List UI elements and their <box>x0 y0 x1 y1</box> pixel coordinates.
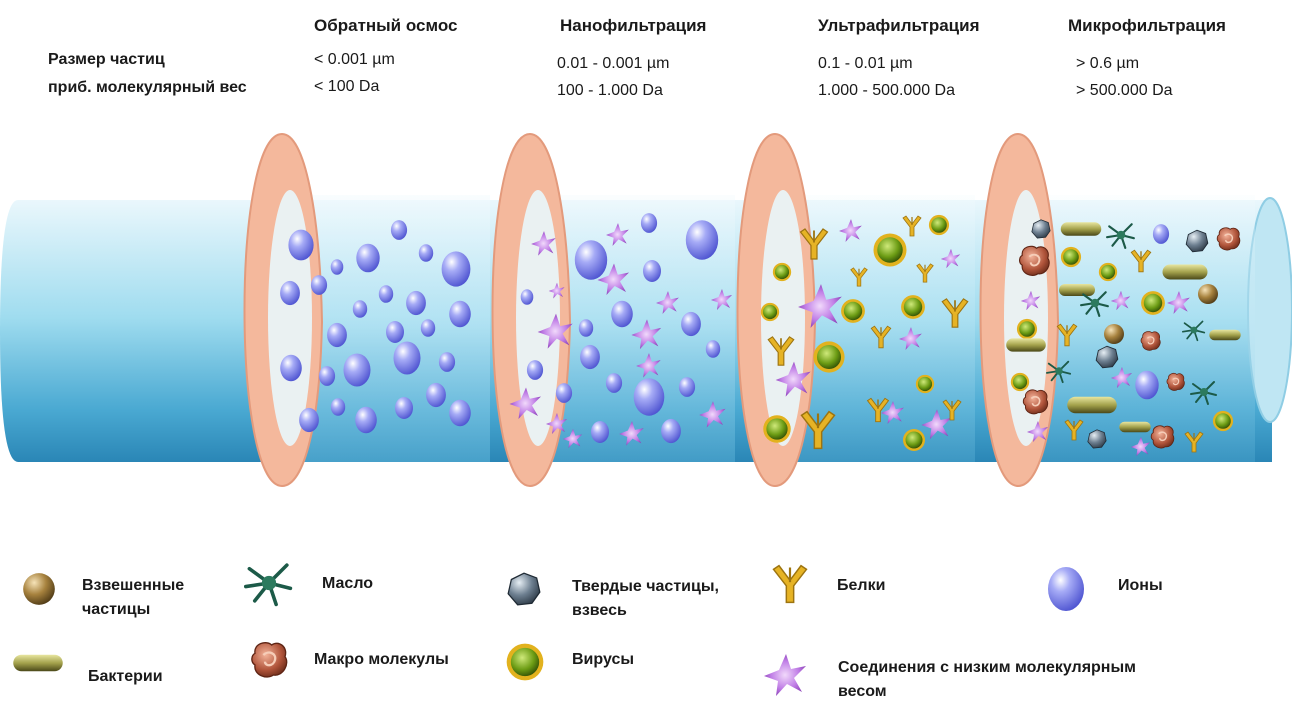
legend-label-proteins: Белки <box>837 574 885 598</box>
molecular-weight-label: приб. молекулярный вес <box>48 77 247 98</box>
stage-weight-ultrafiltration: 1.000 - 500.000 Da <box>818 80 955 101</box>
stage-size-reverse-osmosis: < 0.001 µm <box>314 49 395 70</box>
stage-title-reverse-osmosis: Обратный осмос <box>314 15 457 36</box>
stage-weight-microfiltration: > 500.000 Da <box>1076 80 1173 101</box>
stage-title-nanofiltration: Нанофильтрация <box>560 15 706 36</box>
stage-size-microfiltration: > 0.6 µm <box>1076 53 1139 74</box>
ion-icon <box>1048 567 1084 611</box>
legend-label-bacteria: Бактерии <box>88 665 163 689</box>
stage-title-microfiltration: Микрофильтрация <box>1068 15 1226 36</box>
stage-title-ultrafiltration: Ультрафильтрация <box>818 15 980 36</box>
membrane-ring-reverse-osmosis <box>245 134 323 486</box>
stage-size-ultrafiltration: 0.1 - 0.01 µm <box>818 53 913 74</box>
membrane-ring-nanofiltration <box>493 134 571 486</box>
protein-icon <box>774 566 807 603</box>
solid-particle-icon <box>508 573 540 605</box>
low-mw-compound-icon <box>764 654 806 696</box>
legend-label-ions: Ионы <box>1118 574 1163 598</box>
macro-molecule-icon <box>252 643 287 677</box>
bacteria-icon <box>13 655 63 672</box>
membrane-ring-microfiltration <box>981 134 1059 486</box>
stage-weight-nanofiltration: 100 - 1.000 Da <box>557 80 663 101</box>
legend-label-solids: Твердые частицы, взвесь <box>572 575 747 623</box>
particle-size-label: Размер частиц <box>48 49 165 70</box>
legend-label-macro: Макро молекулы <box>314 648 449 672</box>
stage-size-nanofiltration: 0.01 - 0.001 µm <box>557 53 669 74</box>
legend-label-viruses: Вирусы <box>572 648 634 672</box>
virus-icon <box>507 644 544 681</box>
legend-label-suspended: Взвешенные частицы <box>82 574 212 622</box>
stage-weight-reverse-osmosis: < 100 Da <box>314 76 379 97</box>
oil-icon <box>246 565 291 604</box>
legend-label-low-mw: Соединения с низким молекулярным весом <box>838 656 1183 704</box>
legend-label-oil: Масло <box>322 572 373 596</box>
suspended-particle-icon <box>23 573 55 605</box>
